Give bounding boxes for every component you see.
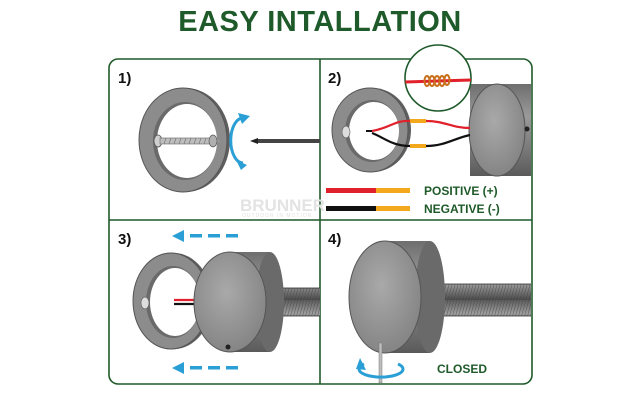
mounting-ring [132,252,212,350]
cylinder-cap [193,251,284,353]
rotate-arrow-icon [356,358,405,379]
arrow-left-icon [172,230,238,242]
legend-negative-label: NEGATIVE (-) [424,202,500,216]
watermark-brand: BRUNNER [240,196,325,215]
page-title: EASY INTALLATION [178,6,462,38]
step-label-1: 1) [118,70,131,87]
wire-legend: POSITIVE (+) NEGATIVE (-) [326,184,500,216]
closed-label: CLOSED [437,362,487,376]
screwdriver-icon [250,138,320,144]
hex-key-icon [378,342,383,383]
panel-2 [331,83,531,177]
step-label-4: 4) [328,231,341,248]
cylinder-cap [468,83,531,177]
panel-3 [132,230,320,374]
screw-icon [153,134,220,148]
brand-watermark: BRUNNER OUTDOOR IN MOTION [240,196,325,219]
panel-1: BRUNNER OUTDOOR IN MOTION [138,87,325,219]
panel-frame [108,58,533,385]
wire-connection [366,119,471,148]
wire-twist-zoom [404,44,472,112]
arrow-left-icon [172,362,238,374]
cylinder-cap [348,240,445,354]
step-label-2: 2) [328,70,341,87]
panel-4: CLOSED [348,240,531,383]
watermark-sub: OUTDOOR IN MOTION [242,213,312,219]
legend-positive-label: POSITIVE (+) [424,184,498,198]
rotate-arrow-icon [229,113,250,170]
step-label-3: 3) [118,231,131,248]
